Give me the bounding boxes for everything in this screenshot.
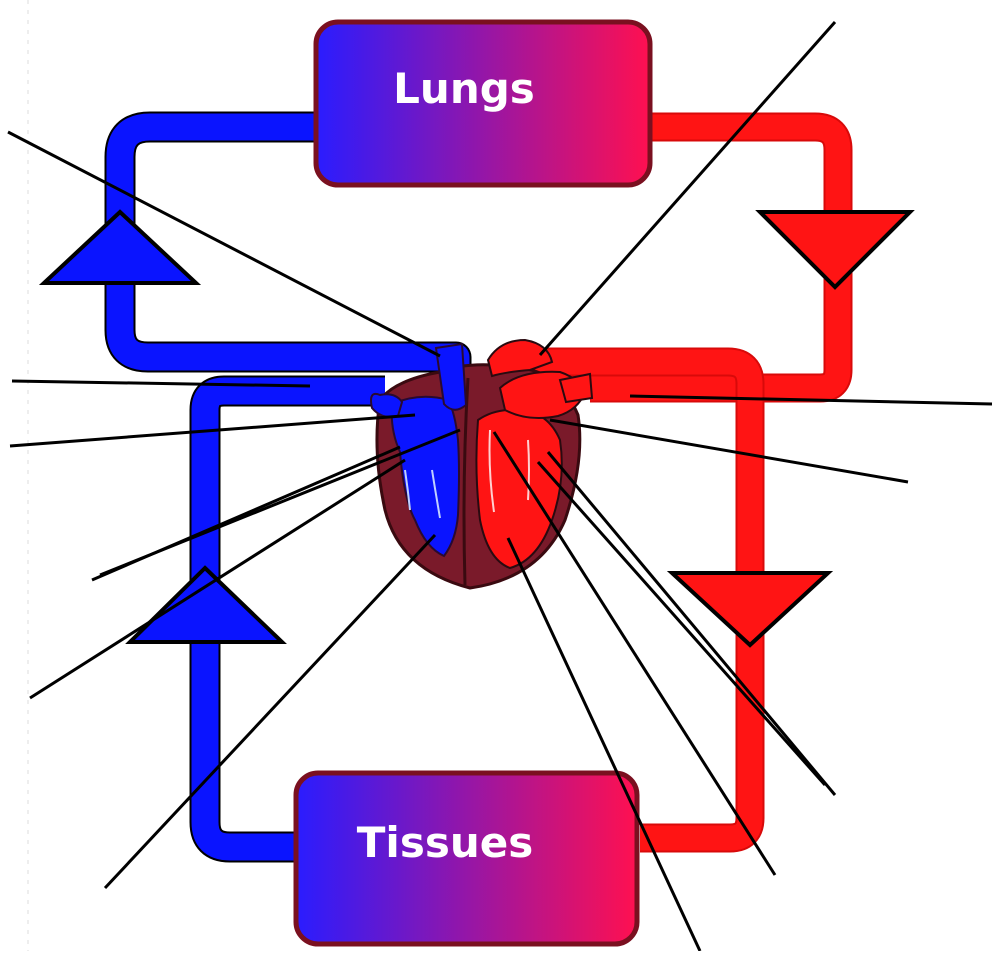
chordae-line [528,440,529,500]
tissues-label: Tissues [357,818,533,867]
tissues-box: Tissues [296,773,637,944]
down-arrow-icon [672,573,828,645]
up-arrow-icon [44,212,196,283]
vena-cava-inlet [371,394,402,417]
down-arrow-icon [760,212,910,287]
pulmonary-vein-inlet [560,374,592,402]
lungs-box: Lungs [316,22,650,185]
up-arrow-icon [130,568,282,642]
leader-line [538,462,825,785]
lungs-label: Lungs [393,64,535,113]
leader-line [550,420,908,482]
